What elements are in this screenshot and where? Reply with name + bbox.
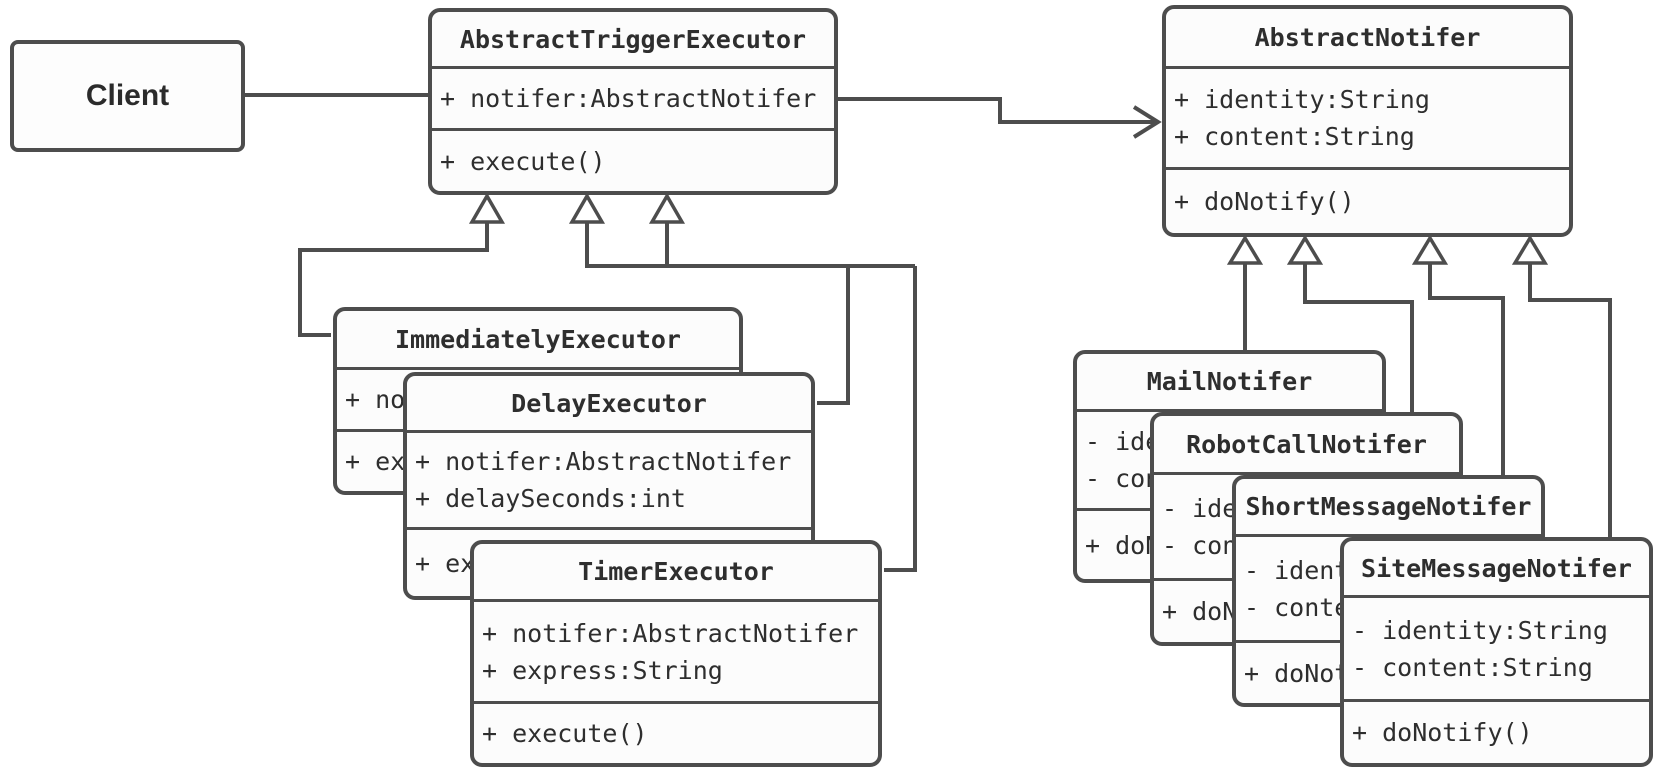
inheritance-triangle-icon [648, 192, 686, 224]
class-abstract-notifer[interactable]: AbstractNotifer + identity:String + cont… [1162, 5, 1573, 237]
generalization-delay-drop [817, 266, 850, 405]
class-title: DelayExecutor [407, 376, 811, 433]
class-attribute: + notifer:AbstractNotifer [440, 84, 817, 113]
class-title: ImmediatelyExecutor [337, 311, 739, 370]
class-title: AbstractNotifer [1166, 9, 1569, 69]
generalization-delay-executor [585, 222, 915, 268]
generalization-shortmessage-notifer [1428, 262, 1505, 475]
class-title: Client [85, 79, 170, 112]
class-title: SiteMessageNotifer [1344, 541, 1649, 598]
class-method: + doNotify() [1352, 718, 1533, 747]
class-title: ShortMessageNotifer [1236, 479, 1541, 537]
generalization-timer-drop [884, 266, 917, 572]
generalization-immediately-executor [298, 222, 489, 337]
class-attribute: - identity:String [1352, 615, 1608, 645]
class-attribute: + content:String [1174, 122, 1415, 151]
generalization-sitemessage-notifer [1528, 262, 1612, 537]
inheritance-triangle-icon [468, 192, 506, 224]
inheritance-triangle-icon [1286, 234, 1324, 265]
class-attribute: + notifer:AbstractNotifer [482, 618, 859, 648]
class-title: RobotCallNotifer [1154, 416, 1459, 475]
class-title: TimerExecutor [474, 544, 878, 602]
class-method: + execute() [482, 719, 648, 748]
inheritance-triangle-icon [1511, 234, 1549, 265]
class-attribute: - content:String [1352, 652, 1593, 682]
association-executor-notifer [838, 97, 1156, 124]
class-attribute: + notifer:AbstractNotifer [415, 447, 792, 476]
class-title: AbstractTriggerExecutor [432, 12, 834, 69]
association-arrowhead-icon [1132, 105, 1162, 139]
inheritance-triangle-icon [568, 192, 606, 224]
class-timer-executor[interactable]: TimerExecutor + notifer:AbstractNotifer … [470, 540, 882, 767]
generalization-robotcall-notifer [1303, 262, 1414, 412]
class-attribute: + identity:String [1174, 85, 1430, 114]
inheritance-triangle-icon [1411, 234, 1449, 265]
inheritance-triangle-icon [1226, 234, 1264, 265]
class-attribute: + express:String [482, 655, 723, 685]
class-client[interactable]: Client [10, 40, 245, 152]
class-title: MailNotifer [1077, 354, 1382, 412]
class-attribute: + delaySeconds:int [415, 484, 686, 513]
class-method: + execute() [440, 146, 606, 176]
class-abstract-trigger-executor[interactable]: AbstractTriggerExecutor + notifer:Abstra… [428, 8, 838, 195]
class-site-message-notifer[interactable]: SiteMessageNotifer - identity:String - c… [1340, 537, 1653, 767]
class-method: + doNotify() [1174, 187, 1355, 216]
